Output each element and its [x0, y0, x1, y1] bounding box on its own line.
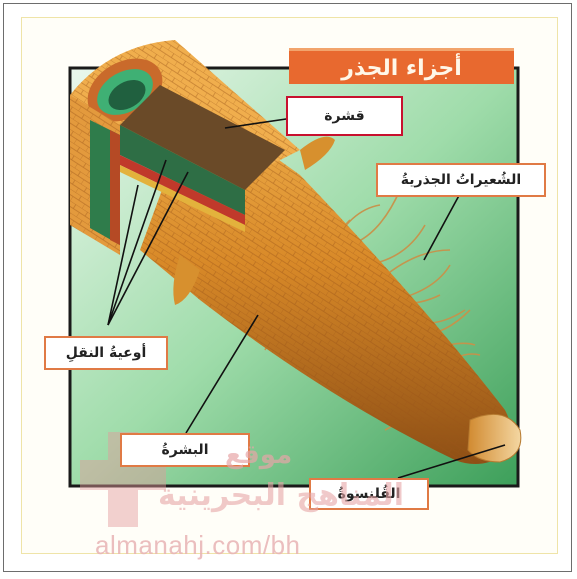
watermark-url: almanahj.com/bh	[95, 530, 301, 561]
root-cap	[468, 414, 521, 462]
label-transport-vessels: أوعيةُ النقلِ	[44, 336, 168, 370]
watermark-line2: المناهج البحرينية	[158, 478, 404, 513]
label-root-hairs: الشُعيراتُ الجذريةُ	[376, 163, 546, 197]
diagram-title: أجزاء الجذر	[289, 48, 514, 84]
label-cortex: قشرة	[286, 96, 403, 136]
watermark-line1: موقع	[225, 440, 292, 470]
